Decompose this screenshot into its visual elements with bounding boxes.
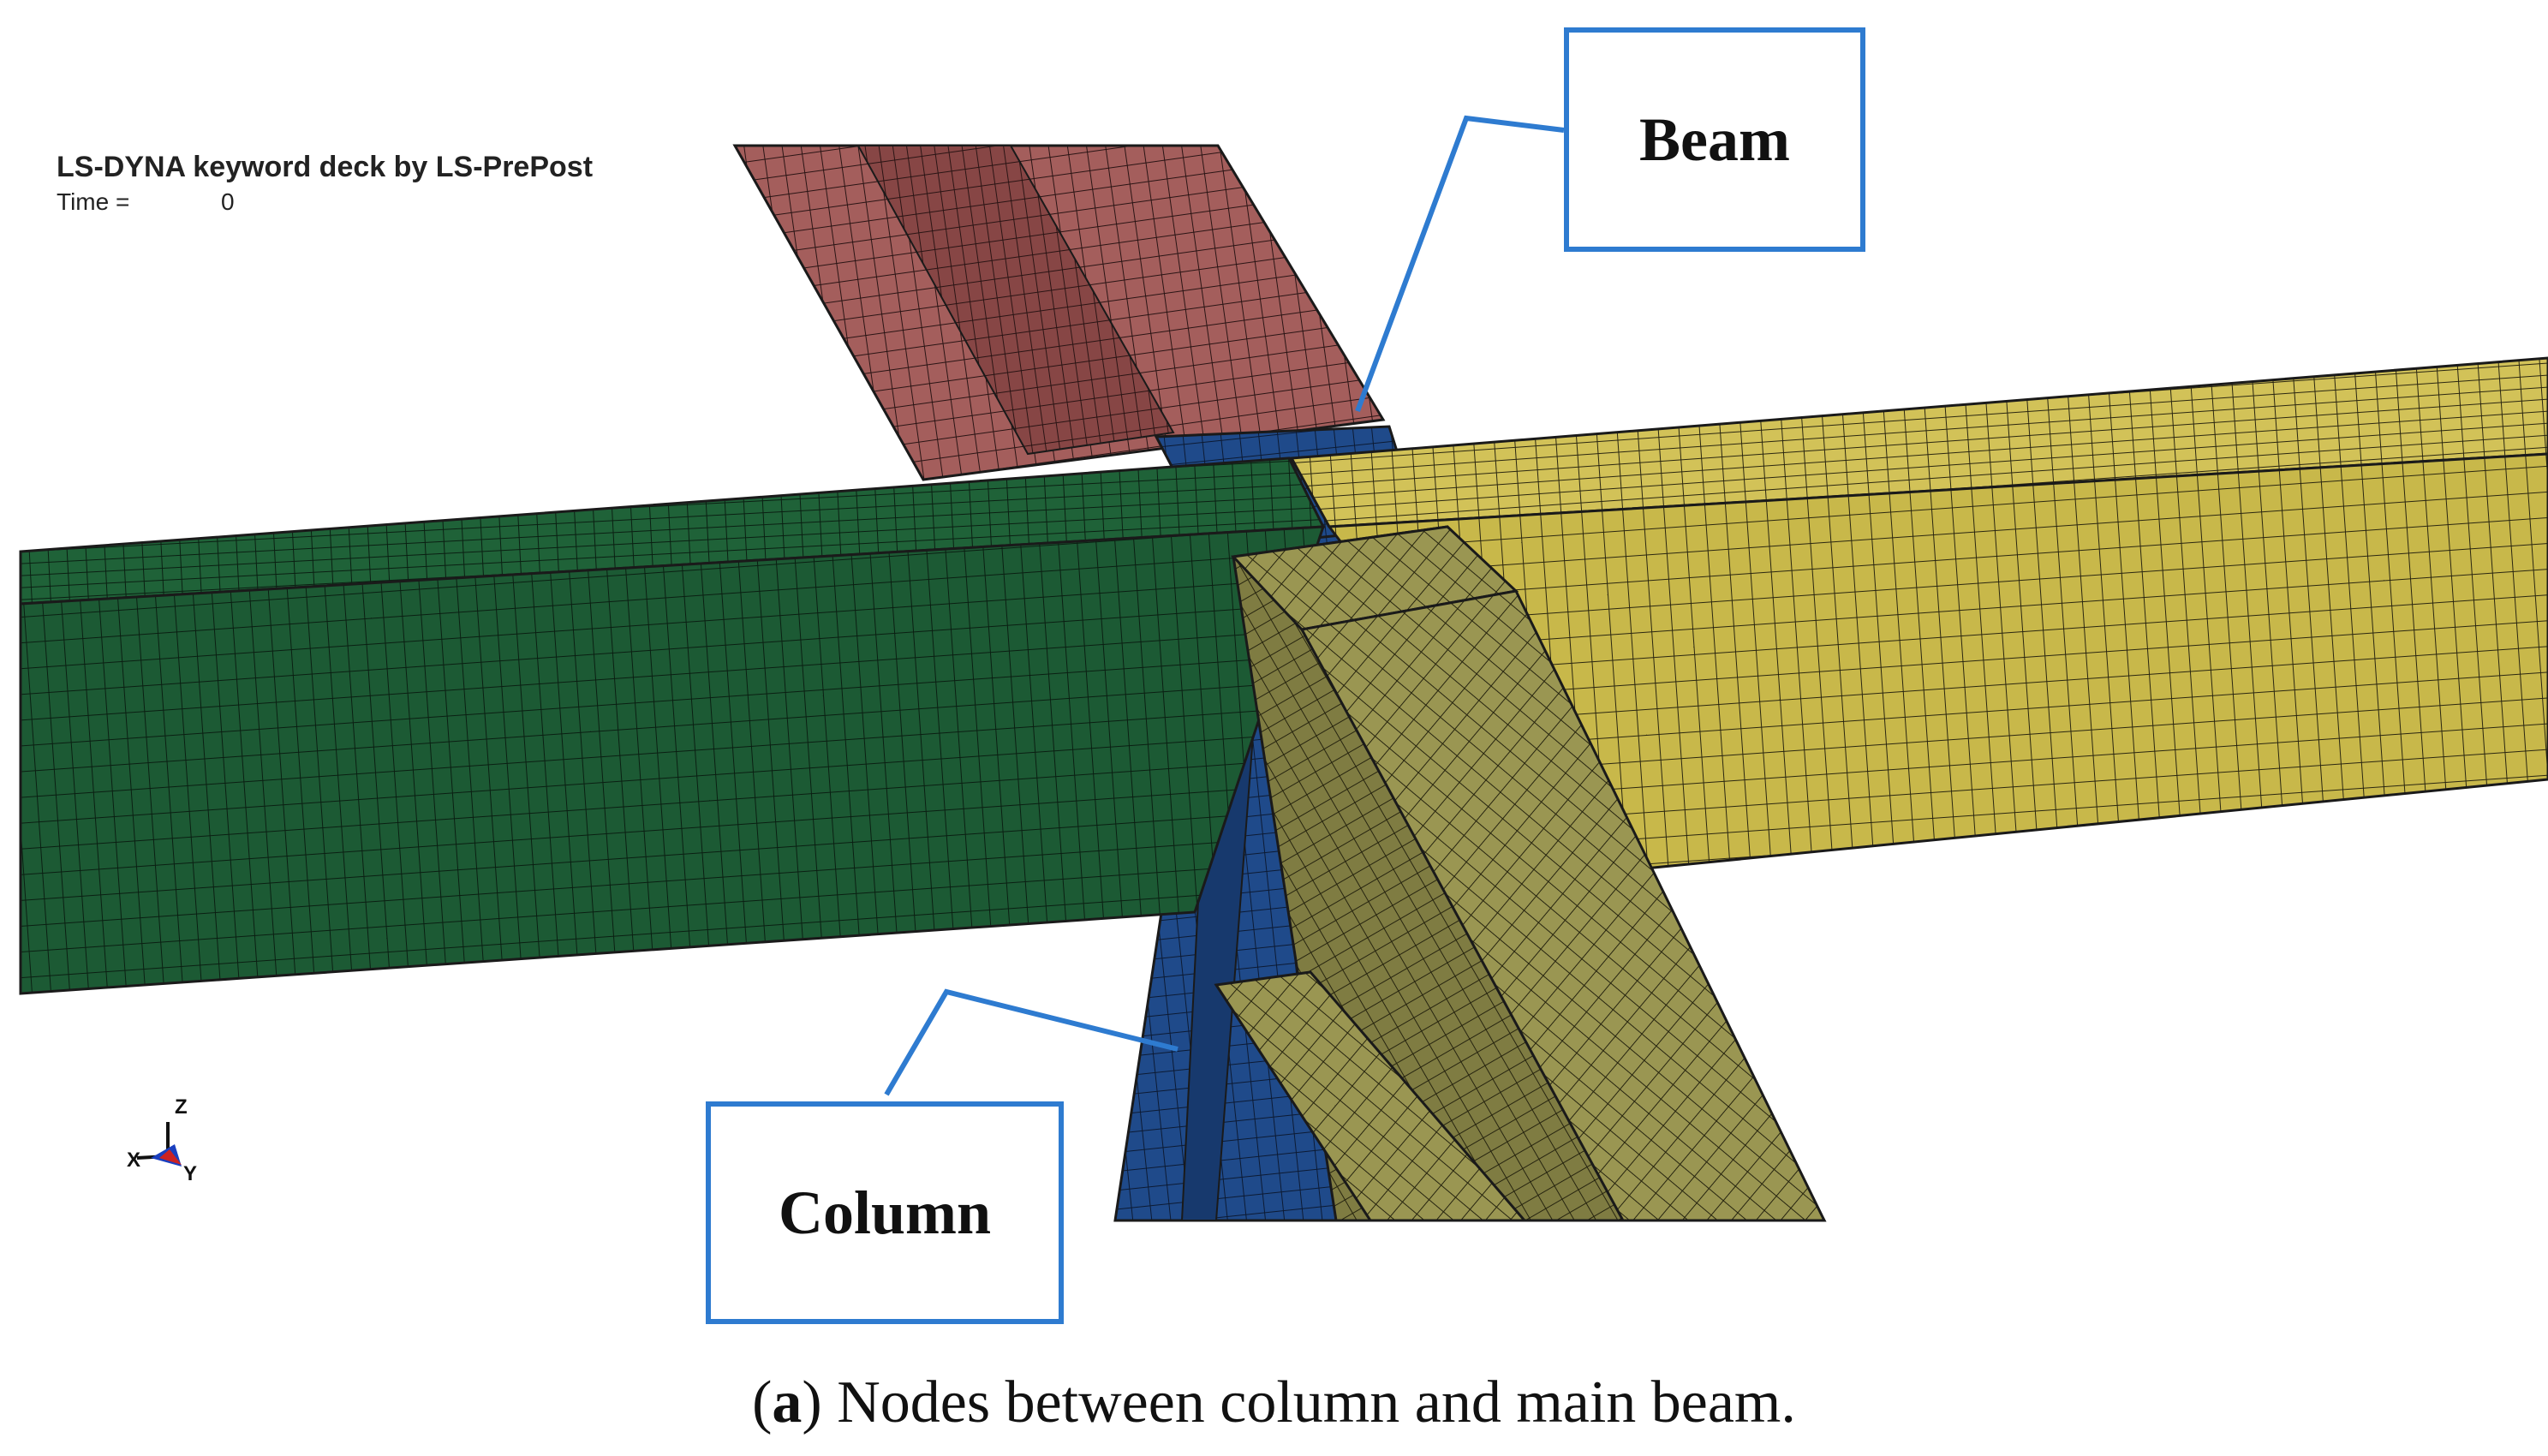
time-label: Time = xyxy=(57,188,130,215)
viewer-title: LS-DYNA keyword deck by LS-PrePost xyxy=(57,151,594,183)
beam-leader-line xyxy=(1355,115,1565,413)
axis-x-label: X xyxy=(127,1149,140,1172)
time-value: 0 xyxy=(221,188,235,215)
caption-text: Nodes between column and main beam. xyxy=(821,1369,1796,1435)
secondary-beam-red xyxy=(732,144,1386,481)
column-callout: Column xyxy=(706,1101,1064,1324)
beam-callout-label: Beam xyxy=(1639,104,1790,174)
caption-close-paren: ) xyxy=(802,1369,822,1435)
column-leader-line xyxy=(884,988,1179,1096)
axis-z-label: Z xyxy=(175,1095,188,1119)
main-beam-yellow xyxy=(1289,356,2548,875)
caption-letter: a xyxy=(772,1369,803,1435)
axis-y-label: Y xyxy=(183,1162,197,1185)
secondary-beam-olive xyxy=(1214,525,1827,1222)
column-callout-label: Column xyxy=(778,1178,992,1247)
main-beam-green xyxy=(19,456,1326,995)
caption-open-paren: ( xyxy=(752,1369,773,1435)
figure-caption: (a) Nodes between column and main beam. xyxy=(0,1369,2548,1437)
beam-callout: Beam xyxy=(1564,27,1865,252)
axis-triad-icon: Z X Y xyxy=(127,1095,197,1185)
